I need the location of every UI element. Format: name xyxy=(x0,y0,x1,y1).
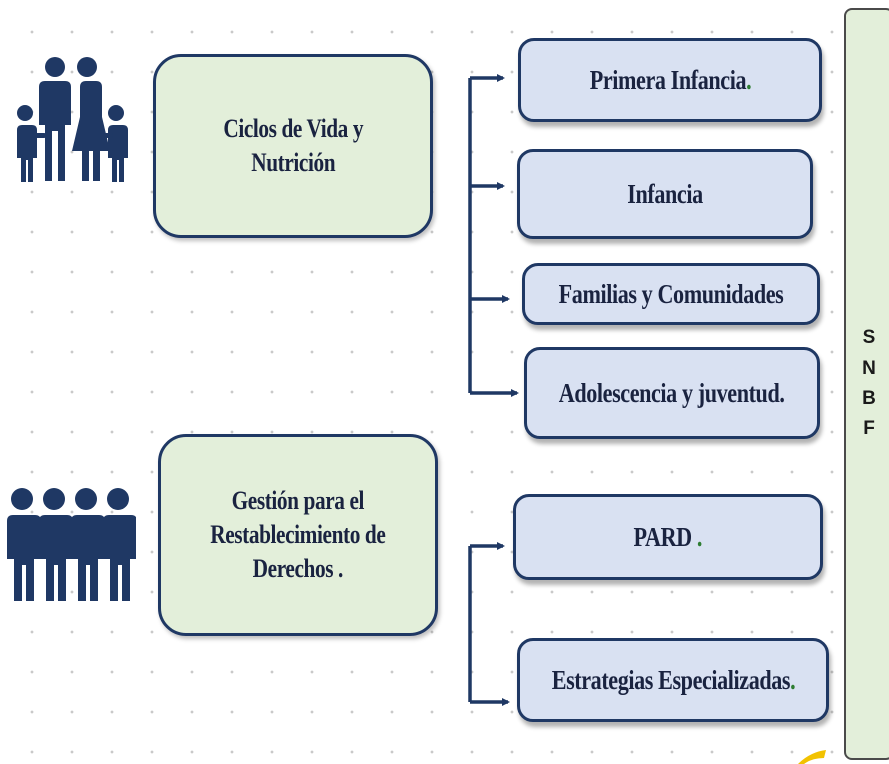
sub-box-accent: . xyxy=(789,664,796,695)
sub-box-label: Infancia xyxy=(627,178,703,209)
family-icon xyxy=(17,57,128,182)
sub-box-pard: PARD . xyxy=(513,494,823,580)
side-bar-letter: B xyxy=(862,388,876,409)
group-of-people-icon xyxy=(7,488,136,601)
main-box-label-line: Gestión para el xyxy=(231,486,365,516)
sub-box-familias-comunidades: Familias y Comunidades xyxy=(522,263,820,325)
person-4 xyxy=(103,488,136,601)
sub-box-label: Primera Infancia xyxy=(589,64,746,95)
main-box-label-line: Nutrición xyxy=(251,148,335,177)
sub-box-adolescencia-juventud: Adolescencia y juventud. xyxy=(524,347,820,439)
sub-box-estrategias-especializadas: Estrategias Especializadas. xyxy=(517,638,829,722)
main-box-label-line: Ciclos de Vida y xyxy=(223,114,363,144)
sub-box-label: Estrategias Especializadas xyxy=(551,664,790,695)
sub-box-primera-infancia: Primera Infancia. xyxy=(518,38,822,122)
side-bar-letter: S xyxy=(862,327,876,349)
yellow-accent-mark-icon xyxy=(798,750,826,764)
sub-box-label: Adolescencia y juventud. xyxy=(559,377,785,408)
person-1 xyxy=(7,488,41,601)
person-2 xyxy=(39,488,73,601)
sub-box-accent: . xyxy=(691,521,703,552)
sub-box-accent: . xyxy=(745,64,752,95)
person-3 xyxy=(71,488,105,601)
side-bar-letter: N xyxy=(862,357,876,379)
main-box-ciclos-de-vida: Ciclos de Vida y Nutrición xyxy=(153,54,433,238)
main-box-label-line: Derechos . xyxy=(252,553,344,583)
sub-box-label: Familias y Comunidades xyxy=(558,278,784,309)
main-box-label-line: Restablecimiento de xyxy=(210,520,386,550)
snbf-side-bar: S N B F xyxy=(844,8,889,760)
sub-box-infancia: Infancia xyxy=(517,149,813,239)
sub-box-label: PARD xyxy=(633,521,693,552)
side-bar-letter: F xyxy=(863,418,875,440)
main-box-gestion-restablecimiento: Gestión para el Restablecimiento de Dere… xyxy=(158,434,438,636)
